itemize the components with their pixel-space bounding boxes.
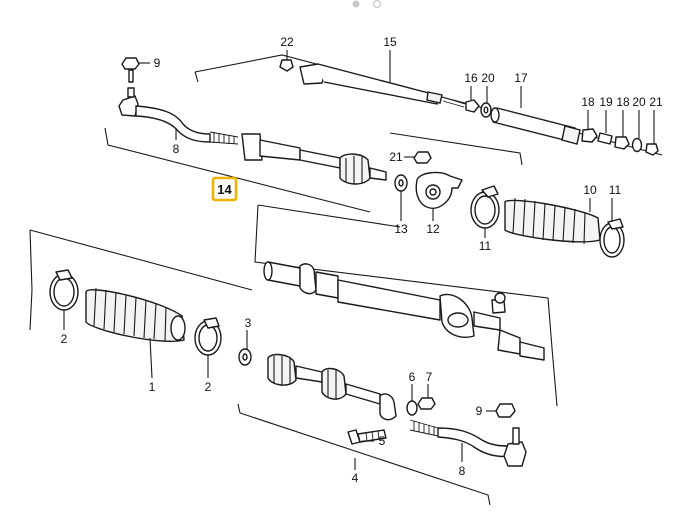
leader-lines	[63, 50, 655, 470]
nut-part-7[interactable]	[417, 397, 436, 410]
callout-20-upper[interactable]: 20	[481, 71, 495, 85]
callout-18-second[interactable]: 18	[616, 95, 630, 109]
outer-tie-rod-part-8b[interactable]	[409, 419, 527, 467]
nut-part-18a[interactable]	[581, 128, 598, 143]
nut-part-16[interactable]	[465, 99, 480, 113]
washer-part-20a[interactable]	[480, 102, 492, 118]
nut-part-21b[interactable]	[413, 151, 432, 164]
kit-frame-tierod	[104, 127, 371, 213]
tie-rod-assembly-part-4[interactable]	[267, 353, 397, 421]
bellows-boot-part-10[interactable]	[504, 197, 601, 245]
lock-washer-part-13[interactable]	[394, 174, 408, 192]
callout-labels: 22 15 9 16 20 17 18 19 18 20 21 8 21 13 …	[61, 35, 663, 485]
callout-17[interactable]: 17	[514, 71, 528, 85]
carousel-dots[interactable]	[352, 0, 382, 9]
inner-tie-rod-part-15[interactable]	[299, 63, 466, 108]
callout-16[interactable]: 16	[464, 71, 478, 85]
callout-3[interactable]: 3	[245, 316, 252, 330]
bolt-part-5[interactable]	[347, 429, 387, 445]
bellows-boot-part-1[interactable]	[85, 287, 186, 342]
kit-frame-rack-top	[257, 204, 401, 228]
callout-4[interactable]: 4	[352, 471, 359, 485]
callout-8-lower[interactable]: 8	[459, 464, 466, 478]
kit-frame-boot-top	[29, 229, 253, 291]
clamp-part-2b[interactable]	[194, 317, 222, 356]
callout-1[interactable]: 1	[149, 380, 156, 394]
highlight-box[interactable]	[211, 176, 238, 202]
tie-rod-assembly-part-14[interactable]	[241, 133, 387, 185]
lock-plate-part-6[interactable]	[406, 400, 418, 416]
callout-19[interactable]: 19	[599, 95, 613, 109]
bushing-part-17[interactable]	[490, 107, 581, 145]
callout-11-left[interactable]: 11	[479, 239, 492, 253]
callout-7[interactable]: 7	[426, 370, 433, 384]
nut-part-22[interactable]	[279, 59, 294, 72]
callout-15[interactable]: 15	[383, 35, 397, 49]
callout-6[interactable]: 6	[409, 370, 416, 384]
callout-14-highlight[interactable]: 14	[211, 176, 238, 202]
outer-tie-rod-part-8a[interactable]	[118, 87, 239, 145]
nut-part-9b[interactable]	[495, 403, 516, 418]
kit-frame-tierod-lower	[237, 403, 491, 506]
callout-10[interactable]: 10	[583, 183, 597, 197]
carousel-dot-2[interactable]	[372, 0, 382, 9]
clamp-part-11b[interactable]	[599, 218, 625, 258]
bracket-part-12[interactable]	[415, 171, 463, 209]
nut-part-9a[interactable]	[121, 57, 140, 83]
callout-9-lower[interactable]: 9	[476, 404, 483, 418]
kit-frame-boot	[29, 229, 33, 331]
callout-8-upper[interactable]: 8	[173, 142, 180, 156]
clamp-part-2a[interactable]	[49, 269, 79, 311]
bolt-part-19[interactable]	[597, 132, 613, 145]
kit-frame-tierod-2	[389, 132, 523, 166]
nut-part-18b[interactable]	[614, 136, 630, 150]
steering-rack-housing[interactable]	[263, 261, 545, 361]
callout-2-left[interactable]: 2	[61, 332, 68, 346]
callout-20-right[interactable]: 20	[632, 95, 646, 109]
callout-18-first[interactable]: 18	[581, 95, 595, 109]
clamp-part-11a[interactable]	[470, 185, 500, 229]
callout-12[interactable]: 12	[426, 222, 440, 236]
callout-21-right[interactable]: 21	[649, 95, 663, 109]
callout-2-right[interactable]: 2	[205, 380, 212, 394]
washer-part-20b[interactable]	[631, 137, 643, 153]
callout-21-center[interactable]: 21	[389, 150, 403, 164]
callout-5[interactable]: 5	[379, 434, 386, 448]
kit-frame-rack	[254, 204, 558, 407]
callout-14[interactable]: 14	[217, 182, 232, 197]
callout-9-upper[interactable]: 9	[154, 56, 161, 70]
washer-part-3[interactable]	[238, 348, 252, 366]
kit-frame-upper-left	[194, 71, 199, 83]
carousel-dot-1[interactable]	[352, 0, 360, 8]
callout-11-right[interactable]: 11	[609, 183, 622, 197]
callout-22[interactable]: 22	[280, 35, 294, 49]
callout-13[interactable]: 13	[394, 222, 408, 236]
